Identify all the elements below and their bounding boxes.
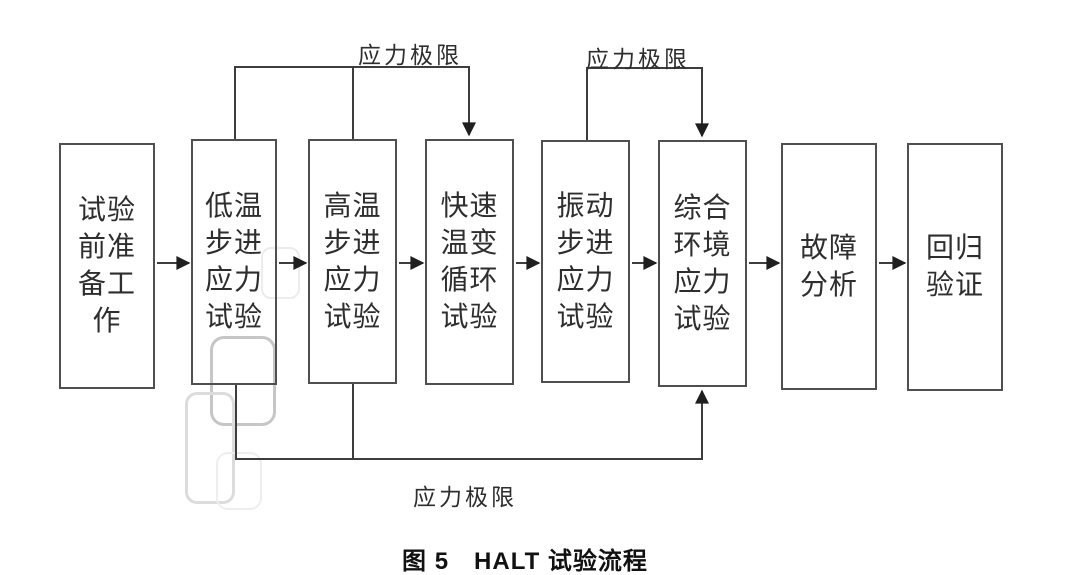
- flow-box-regression-verification: 回归 验证: [907, 143, 1003, 391]
- stress-limit-label-bottom: 应力极限: [413, 485, 517, 510]
- feedback-bottom-line: [235, 385, 709, 460]
- figure-caption: 图 5 HALT 试验流程: [402, 548, 648, 575]
- flow-box-high-temp-step-stress: 高温 步进 应力 试验: [308, 139, 397, 384]
- flow-box-failure-analysis: 故障 分析: [781, 143, 877, 390]
- flow-box-combined-env-stress: 综合 环境 应力 试验: [658, 140, 747, 387]
- flow-box-low-temp-step-stress: 低温 步进 应力 试验: [191, 139, 277, 385]
- watermark-rounded-square: [261, 247, 300, 299]
- watermark-rounded-square: [216, 452, 262, 510]
- flow-box-test-preparation: 试验 前准 备工 作: [59, 143, 155, 389]
- watermark-rounded-square: [210, 336, 276, 426]
- watermark-rounded-square: [185, 392, 235, 504]
- flow-box-vibration-step-stress: 振动 步进 应力 试验: [541, 140, 630, 383]
- stress-limit-label-top-left: 应力极限: [358, 43, 462, 68]
- stress-limit-label-top-right: 应力极限: [586, 47, 690, 72]
- flow-box-rapid-temp-cycle: 快速 温变 循环 试验: [425, 139, 514, 385]
- feedback-top-right-line: [586, 67, 709, 140]
